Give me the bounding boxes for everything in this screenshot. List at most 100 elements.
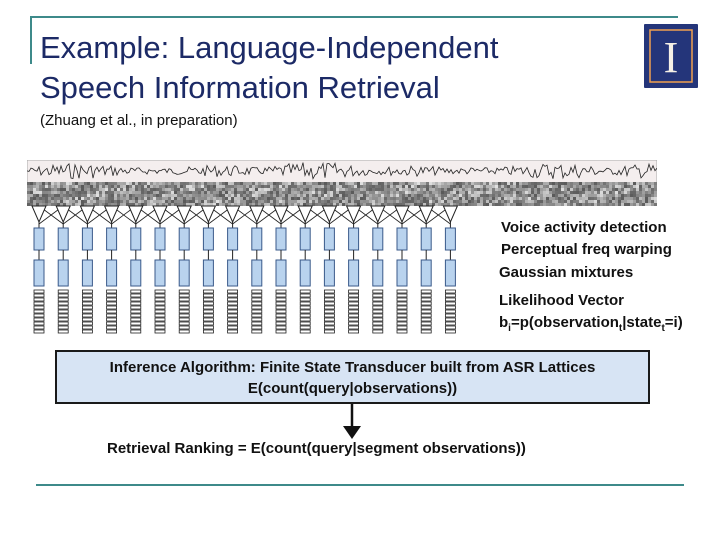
spectrogram-cell bbox=[585, 188, 588, 191]
spectrogram-cell bbox=[294, 200, 297, 203]
spectrogram-cell bbox=[264, 188, 267, 191]
spectrogram-cell bbox=[315, 188, 318, 191]
likelihood-bar bbox=[372, 329, 384, 334]
spectrogram-cell bbox=[45, 200, 48, 203]
spectrogram-cell bbox=[156, 194, 159, 197]
spectrogram-cell bbox=[462, 203, 465, 206]
spectrogram-cell bbox=[201, 182, 204, 185]
spectrogram-cell bbox=[498, 200, 501, 203]
spectrogram-cell bbox=[237, 200, 240, 203]
spectrogram-cell bbox=[276, 203, 279, 206]
spectrogram-cell bbox=[453, 185, 456, 188]
spectrogram-cell bbox=[438, 185, 441, 188]
likelihood-bar bbox=[323, 309, 335, 314]
spectrogram-cell bbox=[33, 194, 36, 197]
step-freq-warping: Perceptual freq warping bbox=[501, 241, 672, 258]
spectrogram-cell bbox=[486, 203, 489, 206]
spectrogram-cell bbox=[540, 197, 543, 200]
spectrogram-cell bbox=[627, 182, 630, 185]
spectrogram-cell bbox=[234, 191, 237, 194]
spectrogram-cell bbox=[555, 194, 558, 197]
spectrogram-cell bbox=[621, 182, 624, 185]
spectrogram-cell bbox=[372, 203, 375, 206]
spectrogram-cell bbox=[345, 203, 348, 206]
spectrogram-cell bbox=[645, 188, 648, 191]
spectrogram-cell bbox=[132, 203, 135, 206]
spectrogram-cell bbox=[42, 182, 45, 185]
spectrogram-cell bbox=[636, 182, 639, 185]
spectrogram-cell bbox=[411, 185, 414, 188]
spectrogram-cell bbox=[429, 194, 432, 197]
spectrogram-cell bbox=[30, 191, 33, 194]
vad-node bbox=[152, 205, 168, 224]
likelihood-bar bbox=[227, 321, 239, 326]
spectrogram-cell bbox=[189, 203, 192, 206]
spectrogram-cell bbox=[600, 185, 603, 188]
spectrogram-cell bbox=[555, 200, 558, 203]
spectrogram-cell bbox=[636, 188, 639, 191]
spectrogram-cell bbox=[504, 182, 507, 185]
spectrogram-cell bbox=[393, 203, 396, 206]
spectrogram-cell bbox=[270, 182, 273, 185]
spectrogram-cell bbox=[186, 200, 189, 203]
spectrogram-cell bbox=[81, 197, 84, 200]
spectrogram-cell bbox=[147, 203, 150, 206]
spectrogram-cell bbox=[75, 191, 78, 194]
spectrogram-cell bbox=[465, 200, 468, 203]
spectrogram-cell bbox=[336, 185, 339, 188]
spectrogram-cell bbox=[279, 191, 282, 194]
spectrogram-cell bbox=[492, 185, 495, 188]
spectrogram-cell bbox=[30, 197, 33, 200]
spectrogram-cell bbox=[378, 200, 381, 203]
spectrogram-cell bbox=[114, 188, 117, 191]
spectrogram-cell bbox=[636, 191, 639, 194]
spectrogram-cell bbox=[621, 188, 624, 191]
spectrogram-image bbox=[27, 160, 657, 206]
spectrogram-cell bbox=[156, 203, 159, 206]
spectrogram-cell bbox=[471, 194, 474, 197]
spectrogram-cell bbox=[627, 194, 630, 197]
spectrogram-cell bbox=[120, 200, 123, 203]
spectrogram-cell bbox=[543, 200, 546, 203]
down-arrow-icon bbox=[343, 404, 361, 439]
spectrogram-cell bbox=[579, 197, 582, 200]
spectrogram-cell bbox=[222, 185, 225, 188]
spectrogram-cell bbox=[351, 185, 354, 188]
spectrogram-cell bbox=[33, 200, 36, 203]
spectrogram-cell bbox=[267, 194, 270, 197]
spectrogram-cell bbox=[513, 203, 516, 206]
spectrogram-cell bbox=[180, 194, 183, 197]
spectrogram-cell bbox=[489, 188, 492, 191]
gaussian-node bbox=[275, 259, 287, 287]
spectrogram-cell bbox=[627, 188, 630, 191]
waveform bbox=[27, 161, 657, 180]
spectrogram-cell bbox=[186, 197, 189, 200]
spectrogram-cell bbox=[345, 182, 348, 185]
spectrogram-cell bbox=[303, 188, 306, 191]
likelihood-bar bbox=[323, 289, 335, 294]
spectrogram-cell bbox=[111, 191, 114, 194]
spectrogram-cell bbox=[201, 203, 204, 206]
spectrogram-cell bbox=[39, 194, 42, 197]
spectrogram-cell bbox=[630, 203, 633, 206]
spectrogram-cell bbox=[207, 200, 210, 203]
spectrogram-cell bbox=[93, 194, 96, 197]
spectrogram-cell bbox=[561, 194, 564, 197]
spectrogram-cell bbox=[468, 200, 471, 203]
likelihood-bar bbox=[275, 313, 287, 318]
spectrogram-cell bbox=[432, 194, 435, 197]
spectrogram-cell bbox=[153, 191, 156, 194]
spectrogram-cell bbox=[297, 203, 300, 206]
gaussian-node bbox=[396, 259, 408, 287]
spectrogram-cell bbox=[453, 203, 456, 206]
spectrogram-cell bbox=[72, 194, 75, 197]
spectrogram-cell bbox=[69, 188, 72, 191]
spectrogram-cell bbox=[162, 191, 165, 194]
spectrogram-cell bbox=[534, 194, 537, 197]
spectrogram-cell bbox=[546, 188, 549, 191]
likelihood-bar bbox=[227, 325, 239, 330]
spectrogram-cell bbox=[453, 197, 456, 200]
spectrogram-cell bbox=[564, 194, 567, 197]
spectrogram-cell bbox=[462, 191, 465, 194]
spectrogram-cell bbox=[639, 182, 642, 185]
